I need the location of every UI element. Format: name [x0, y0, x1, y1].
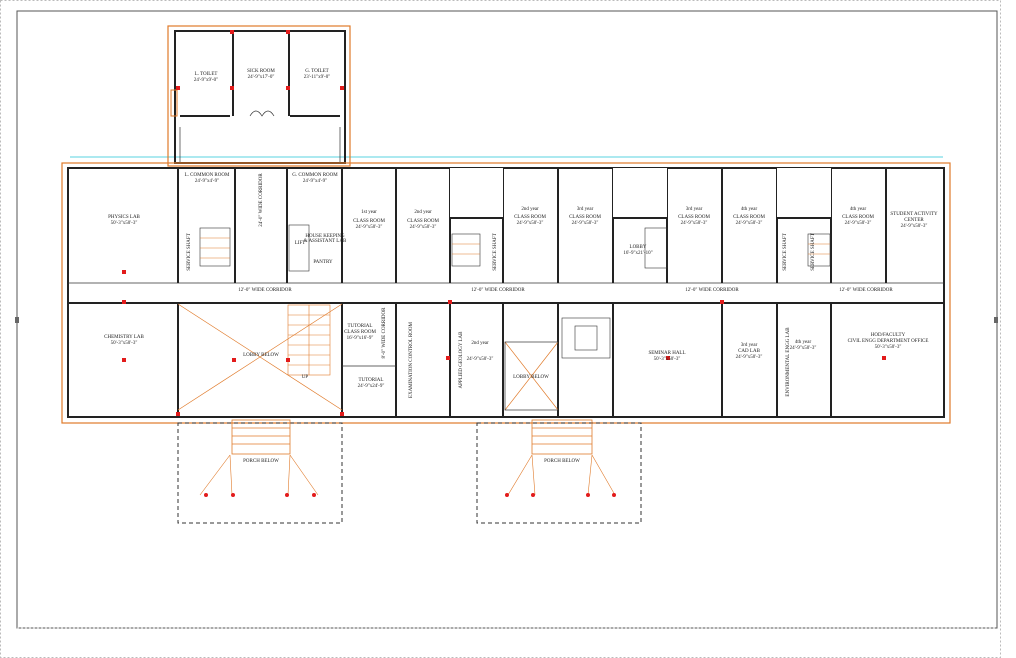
porch-label-1: PORCH BELOW — [243, 459, 279, 464]
sick-room-label: SICK ROOM — [247, 69, 275, 74]
service-shaft-1: SERVICE SHAFT — [187, 233, 192, 271]
service-shaft-3: SERVICE SHAFT — [783, 233, 788, 271]
physics-lab-label: PHYSICS LAB — [108, 215, 140, 220]
porches — [177, 419, 642, 524]
student-activity-label-2: CENTER — [904, 218, 924, 223]
l-common-room-dim: 24'-9"x4'-9" — [195, 179, 219, 184]
vertical-corridor-label: 24'-0" WIDE CORRIDOR — [259, 173, 264, 227]
corridor-label-3: 12'-0" WIDE CORRIDOR — [685, 288, 739, 293]
class6-dim: 24'-9"x50'-3" — [736, 221, 763, 226]
tutorial-class-dim: 16'-9"x16'-9" — [347, 336, 374, 341]
class5-label: CLASS ROOM — [678, 215, 710, 220]
class7-dim: 24'-9"x50'-3" — [845, 221, 872, 226]
hod-office-label: HOD/FACULTY — [871, 333, 906, 338]
tutorial-dim: 24'-9"x24'-9" — [358, 384, 385, 389]
second-year-south-year: 2nd year — [471, 341, 489, 346]
l-toilet-dim: 24'-9"x9'-0" — [194, 78, 218, 83]
class5-dim: 24'-9"x50'-3" — [681, 221, 708, 226]
applied-geology-label: APPLIED GEOLOGY LAB — [459, 331, 464, 389]
class2-label: CLASS ROOM — [407, 219, 439, 224]
class2-year: 2nd year — [414, 210, 432, 215]
environmental-lab-label: ENVIRONMENTAL ENGG LAB — [786, 327, 791, 397]
g-common-room-dim: 24'-9"x4'-9" — [303, 179, 327, 184]
second-year-south-dim: 24'-9"x50'-3" — [467, 357, 494, 362]
class6-label: CLASS ROOM — [733, 215, 765, 220]
lift-label: LIFT — [295, 241, 306, 246]
class1-dim: 24'-9"x50'-3" — [356, 225, 383, 230]
seminar-hall-label: SEMINAR HALL — [648, 351, 685, 356]
hod-office-label-2: CIVIL ENGG DEPARTMENT OFFICE — [848, 339, 929, 344]
housekeeping-label: HOUSE KEEPING — [305, 234, 345, 239]
corridor-label-4: 12'-0" WIDE CORRIDOR — [839, 288, 893, 293]
cad-lab-dim: 24'-9"x50'-3" — [736, 355, 763, 360]
lobby-below-label-1: LOBBY BELOW — [243, 353, 279, 358]
class7-year: 4th year — [850, 207, 867, 212]
porch-label-2: PORCH BELOW — [544, 459, 580, 464]
seminar-hall-dim: 50'-3"x50'-3" — [654, 357, 681, 362]
class7-label: CLASS ROOM — [842, 215, 874, 220]
l-toilet-label: L. TOILET — [195, 72, 218, 77]
pantry-label: PANTRY — [313, 260, 333, 265]
class1-year: 1st year — [361, 210, 377, 215]
class2-dim: 24'-9"x50'-3" — [410, 225, 437, 230]
mid-corridor-label: 8'-0" WIDE CORRIDOR — [382, 307, 387, 359]
fourth-year-south-dim: 24'-9"x50'-3" — [790, 346, 817, 351]
class4-year: 3rd year — [577, 207, 594, 212]
student-activity-label: STUDENT ACTIVITY — [890, 212, 938, 217]
tutorial-label: TUTORIAL — [359, 378, 384, 383]
class3-dim: 24'-9"x50'-3" — [517, 221, 544, 226]
corridor-label-1: 12'-0" WIDE CORRIDOR — [238, 288, 292, 293]
physics-lab-dim: 50'-3"x50'-3" — [111, 221, 138, 226]
lobby-dim: 16'-9"x21'-10" — [623, 251, 652, 256]
main-building — [61, 162, 951, 424]
lobby-below-label-2: LOBBY BELOW — [513, 375, 549, 380]
corridor-label-2: 12'-0" WIDE CORRIDOR — [471, 288, 525, 293]
class5-year: 3rd year — [686, 207, 703, 212]
g-toilet-dim: 23'-11"x9'-0" — [304, 75, 331, 80]
tutorial-class-label: TUTORIAL — [348, 324, 373, 329]
class3-label: CLASS ROOM — [514, 215, 546, 220]
structural-columns — [122, 30, 886, 497]
stair-up-label: UP — [302, 375, 309, 380]
service-shaft-4: SERVICE SHAFT — [811, 233, 816, 271]
fourth-year-south-year: 4th year — [795, 340, 812, 345]
right-resize-handle[interactable] — [994, 317, 998, 323]
tutorial-class-label-2: CLASS ROOM — [344, 330, 376, 335]
exam-control-label: EXAMINATION CONTROL ROOM — [409, 321, 414, 397]
g-common-room-label: G. COMMON ROOM — [292, 173, 338, 178]
service-shaft-2: SERVICE SHAFT — [493, 233, 498, 271]
chemistry-lab-dim: 50'-3"x50'-3" — [111, 341, 138, 346]
class1-label: CLASS ROOM — [353, 219, 385, 224]
cad-lab-label: CAD LAB — [738, 349, 760, 354]
class4-dim: 24'-9"x50'-3" — [572, 221, 599, 226]
left-resize-handle[interactable] — [15, 317, 19, 323]
lobby-label: LOBBY — [630, 245, 647, 250]
sick-room-dim: 24'-9"x17'-0" — [248, 75, 275, 80]
chemistry-lab-label: CHEMISTRY LAB — [104, 335, 144, 340]
g-toilet-label: G. TOILET — [305, 69, 328, 74]
l-common-room-label: L. COMMON ROOM — [185, 173, 230, 178]
class3-year: 2nd year — [521, 207, 539, 212]
cad-lab-year: 3rd year — [741, 343, 758, 348]
class6-year: 4th year — [741, 207, 758, 212]
hod-office-dim: 50'-3"x50'-3" — [875, 345, 902, 350]
student-activity-dim: 24'-9"x50'-3" — [901, 224, 928, 229]
housekeeping-label-2: & ASSISTANT LAB — [304, 239, 347, 244]
class4-label: CLASS ROOM — [569, 215, 601, 220]
